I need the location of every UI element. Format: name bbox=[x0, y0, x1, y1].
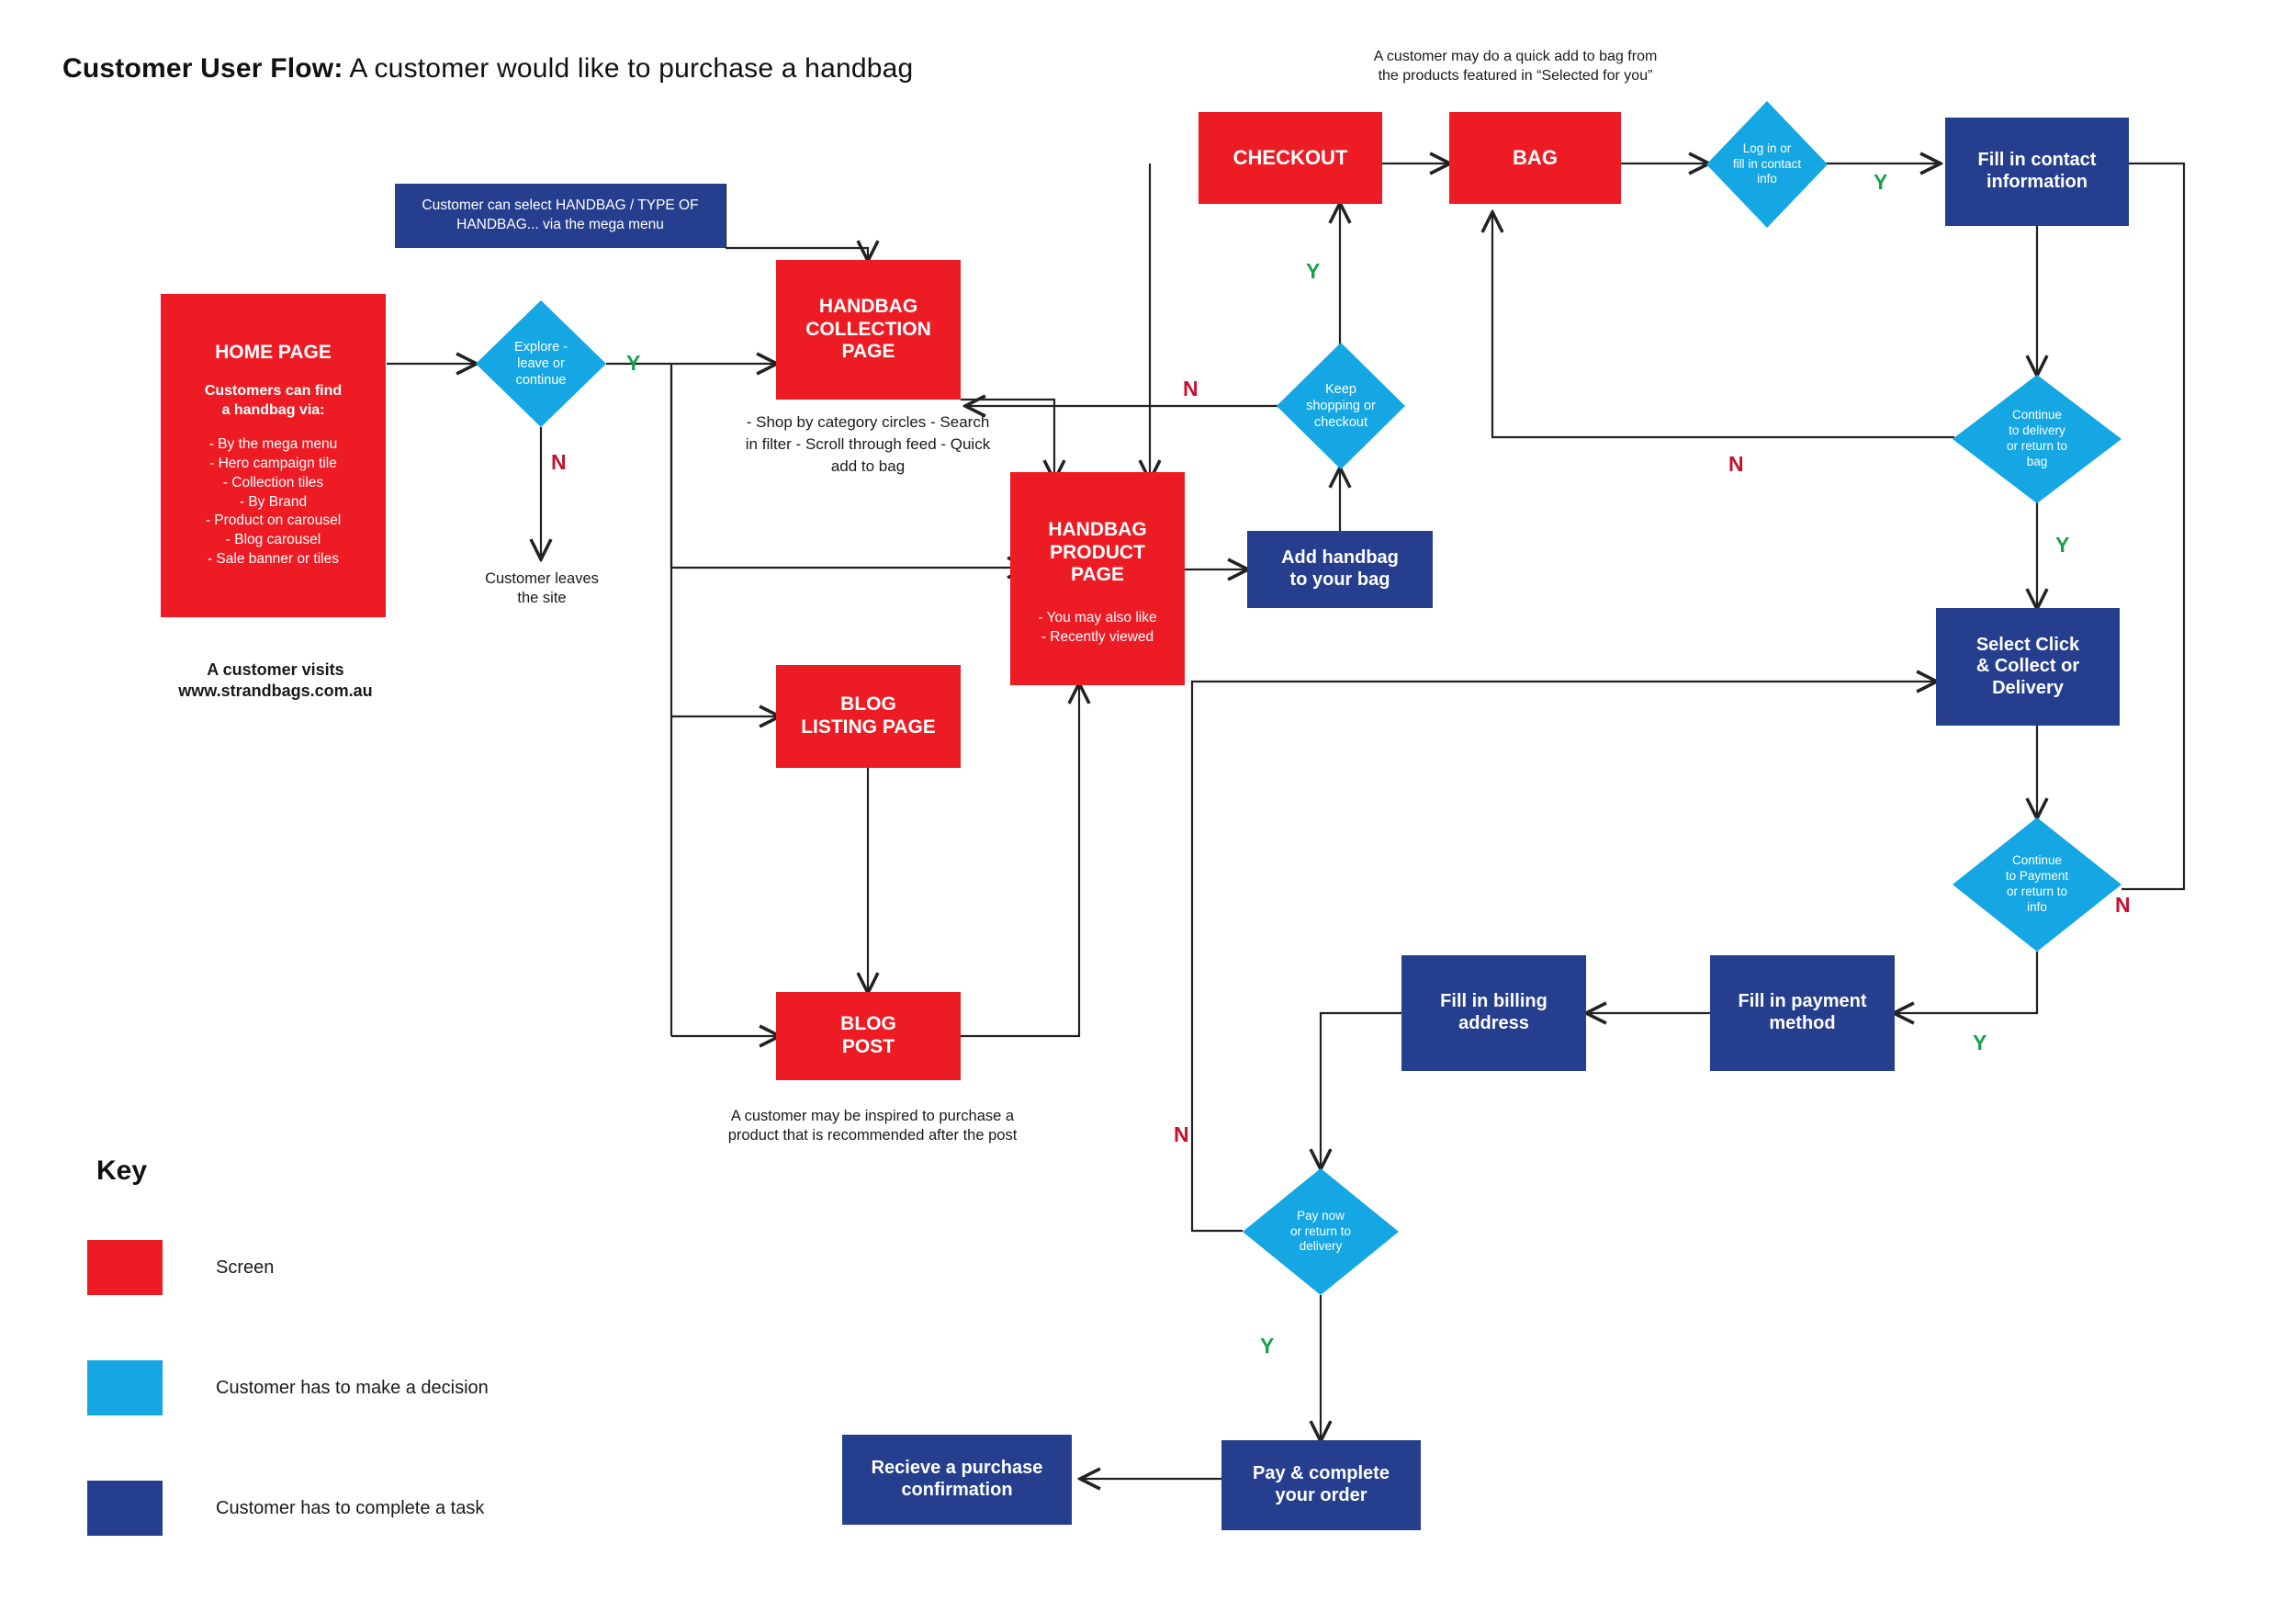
handbag-product-bullets: - You may also like - Recently viewed bbox=[1038, 610, 1157, 646]
label-payment-yes: Y bbox=[1973, 1031, 1987, 1054]
handbag-collection-title: HANDBAG COLLECTION PAGE bbox=[805, 295, 931, 363]
decision-continue-delivery[interactable]: Continue to delivery or return to bag bbox=[1953, 375, 2122, 503]
checkout-label: CHECKOUT bbox=[1232, 146, 1348, 170]
node-checkout[interactable]: CHECKOUT bbox=[1199, 112, 1382, 204]
decision-pay-now[interactable]: Pay now or return to delivery bbox=[1243, 1168, 1399, 1295]
key-row-screen: Screen bbox=[87, 1240, 274, 1295]
decision-keep-shopping[interactable]: Keep shopping or checkout bbox=[1277, 343, 1405, 469]
key-swatch-task bbox=[87, 1481, 163, 1536]
node-bag[interactable]: BAG bbox=[1449, 112, 1621, 204]
add-handbag-label: Add handbag to your bag bbox=[1281, 547, 1399, 590]
decision-continue-payment[interactable]: Continue to Payment or return to info bbox=[1953, 817, 2122, 952]
node-mega-menu-note: Customer can select HANDBAG / TYPE OF HA… bbox=[395, 184, 726, 248]
decision-keep-shopping-label: Keep shopping or checkout bbox=[1306, 381, 1376, 431]
label-paynow-yes: Y bbox=[1260, 1334, 1275, 1358]
blog-note: A customer may be inspired to purchase a… bbox=[727, 1108, 1018, 1144]
key-label-screen: Screen bbox=[216, 1257, 275, 1278]
node-select-click-collect[interactable]: Select Click & Collect or Delivery bbox=[1936, 608, 2120, 726]
key-label-task: Customer has to complete a task bbox=[216, 1497, 485, 1518]
node-home-page[interactable]: HOME PAGE Customers can find a handbag v… bbox=[161, 294, 386, 617]
fill-contact-label: Fill in contact information bbox=[1977, 150, 2097, 192]
label-delivery-yes: Y bbox=[2055, 533, 2070, 557]
blog-post-title: BLOG POST bbox=[840, 1013, 896, 1057]
key-label-decision: Customer has to make a decision bbox=[216, 1377, 489, 1398]
home-page-bullets: - By the mega menu - Hero campaign tile … bbox=[205, 435, 342, 568]
node-blog-listing-page[interactable]: BLOG LISTING PAGE bbox=[776, 665, 961, 768]
key-heading: Key bbox=[96, 1155, 148, 1186]
blog-listing-title: BLOG LISTING PAGE bbox=[801, 693, 936, 738]
receive-confirmation-label: Recieve a purchase confirmation bbox=[871, 1458, 1043, 1500]
label-keep-shopping-no: N bbox=[1183, 377, 1199, 400]
bag-label: BAG bbox=[1513, 146, 1558, 170]
node-pay-complete[interactable]: Pay & complete your order bbox=[1221, 1440, 1421, 1530]
page-title: Customer User Flow: A customer would lik… bbox=[62, 53, 913, 85]
mega-menu-note-text: Customer can select HANDBAG / TYPE OF HA… bbox=[422, 197, 699, 232]
customer-leaves-site-note: Customer leaves the site bbox=[485, 570, 599, 607]
label-payment-no: N bbox=[2115, 893, 2131, 917]
collection-bullets: - Shop by category circles - Search in f… bbox=[745, 413, 991, 476]
label-explore-no: N bbox=[551, 450, 567, 474]
node-fill-contact[interactable]: Fill in contact information bbox=[1945, 118, 2129, 226]
pay-complete-label: Pay & complete your order bbox=[1253, 1463, 1390, 1505]
home-page-title: HOME PAGE bbox=[215, 341, 332, 363]
quick-add-note: A customer may do a quick add to bag fro… bbox=[1373, 49, 1658, 84]
select-click-collect-label: Select Click & Collect or Delivery bbox=[1975, 634, 2080, 698]
key-row-task: Customer has to complete a task bbox=[87, 1481, 484, 1536]
decision-continue-payment-label: Continue to Payment or return to info bbox=[2005, 853, 2069, 914]
node-handbag-product-page[interactable]: HANDBAG PRODUCT PAGE - You may also like… bbox=[1010, 472, 1185, 685]
label-login-yes: Y bbox=[1874, 170, 1888, 194]
handbag-product-title: HANDBAG PRODUCT PAGE bbox=[1048, 518, 1147, 586]
label-keep-shopping-yes: Y bbox=[1306, 259, 1321, 283]
label-delivery-no: N bbox=[1728, 452, 1744, 476]
label-explore-yes: Y bbox=[626, 351, 641, 375]
node-receive-confirmation[interactable]: Recieve a purchase confirmation bbox=[842, 1435, 1072, 1525]
label-paynow-no: N bbox=[1174, 1122, 1189, 1146]
node-add-handbag[interactable]: Add handbag to your bag bbox=[1247, 531, 1433, 608]
title-bold: Customer User Flow: bbox=[62, 53, 343, 84]
visits-note: A customer visits www.strandbags.com.au bbox=[178, 660, 373, 701]
decision-pay-now-label: Pay now or return to delivery bbox=[1289, 1208, 1352, 1254]
node-blog-post[interactable]: BLOG POST bbox=[776, 992, 961, 1080]
key-row-decision: Customer has to make a decision bbox=[87, 1360, 489, 1415]
key-swatch-screen bbox=[87, 1240, 163, 1295]
decision-explore-label: Explore - leave or continue bbox=[513, 339, 568, 389]
node-fill-billing-address[interactable]: Fill in billing address bbox=[1401, 955, 1586, 1071]
node-fill-payment-method[interactable]: Fill in payment method bbox=[1710, 955, 1895, 1071]
decision-login[interactable]: Log in or fill in contact info bbox=[1706, 101, 1828, 228]
key-swatch-decision bbox=[87, 1360, 163, 1415]
home-page-subtitle: Customers can find a handbag via: bbox=[204, 382, 343, 419]
decision-login-label: Log in or fill in contact info bbox=[1732, 141, 1802, 186]
decision-continue-delivery-label: Continue to delivery or return to bag bbox=[2006, 408, 2068, 468]
decision-explore[interactable]: Explore - leave or continue bbox=[476, 300, 606, 427]
title-rest: A customer would like to purchase a hand… bbox=[343, 53, 914, 84]
node-handbag-collection-page[interactable]: HANDBAG COLLECTION PAGE bbox=[776, 260, 961, 400]
fill-billing-label: Fill in billing address bbox=[1440, 991, 1548, 1033]
fill-payment-label: Fill in payment method bbox=[1738, 991, 1867, 1033]
